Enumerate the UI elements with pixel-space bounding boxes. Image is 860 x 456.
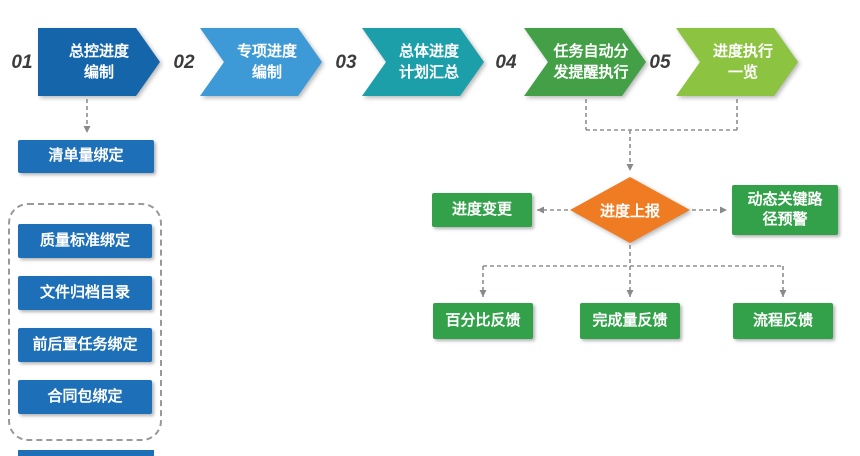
step-number-3: 03 <box>335 52 357 73</box>
step-number-1: 01 <box>11 52 33 73</box>
diamond-progress-report: 进度上报 <box>570 177 690 243</box>
step-chevron-1-shape: 总控进度 编制 <box>38 28 160 96</box>
box-contract-package-binding: 合同包绑定 <box>18 380 152 414</box>
step-chevron-5: 进度执行 一览 <box>676 28 798 96</box>
box-feedback-percentage: 百分比反馈 <box>433 303 533 339</box>
step-number-4: 04 <box>495 52 517 73</box>
box-quality-standard-binding: 质量标准绑定 <box>18 224 152 258</box>
step-chevron-4: 任务自动分 发提醒执行 <box>524 28 646 96</box>
step-chevron-1: 总控进度 编制 <box>38 28 160 96</box>
binding-group <box>8 203 162 441</box>
step-chevron-3: 总体进度 计划汇总 <box>362 28 484 96</box>
step-number-2: 02 <box>173 52 195 73</box>
box-progress-change: 进度变更 <box>432 193 532 227</box>
clipped-blue-box <box>18 450 154 456</box>
box-file-archive-directory: 文件归档目录 <box>18 276 152 310</box>
step-number-5: 05 <box>649 52 671 73</box>
box-critical-path-warning: 动态关键路 径预警 <box>732 185 838 235</box>
step-chevron-4-shape: 任务自动分 发提醒执行 <box>524 28 646 96</box>
step-chevron-2: 专项进度 编制 <box>200 28 322 96</box>
step-chevron-3-shape: 总体进度 计划汇总 <box>362 28 484 96</box>
box-checklist-binding: 清单量绑定 <box>18 140 154 173</box>
diamond-progress-report-shape: 进度上报 <box>570 177 690 243</box>
box-feedback-process: 流程反馈 <box>733 303 833 339</box>
step-chevron-2-shape: 专项进度 编制 <box>200 28 322 96</box>
step-chevron-5-shape: 进度执行 一览 <box>676 28 798 96</box>
box-feedback-completion: 完成量反馈 <box>580 303 680 339</box>
box-pre-post-task-binding: 前后置任务绑定 <box>18 328 152 362</box>
